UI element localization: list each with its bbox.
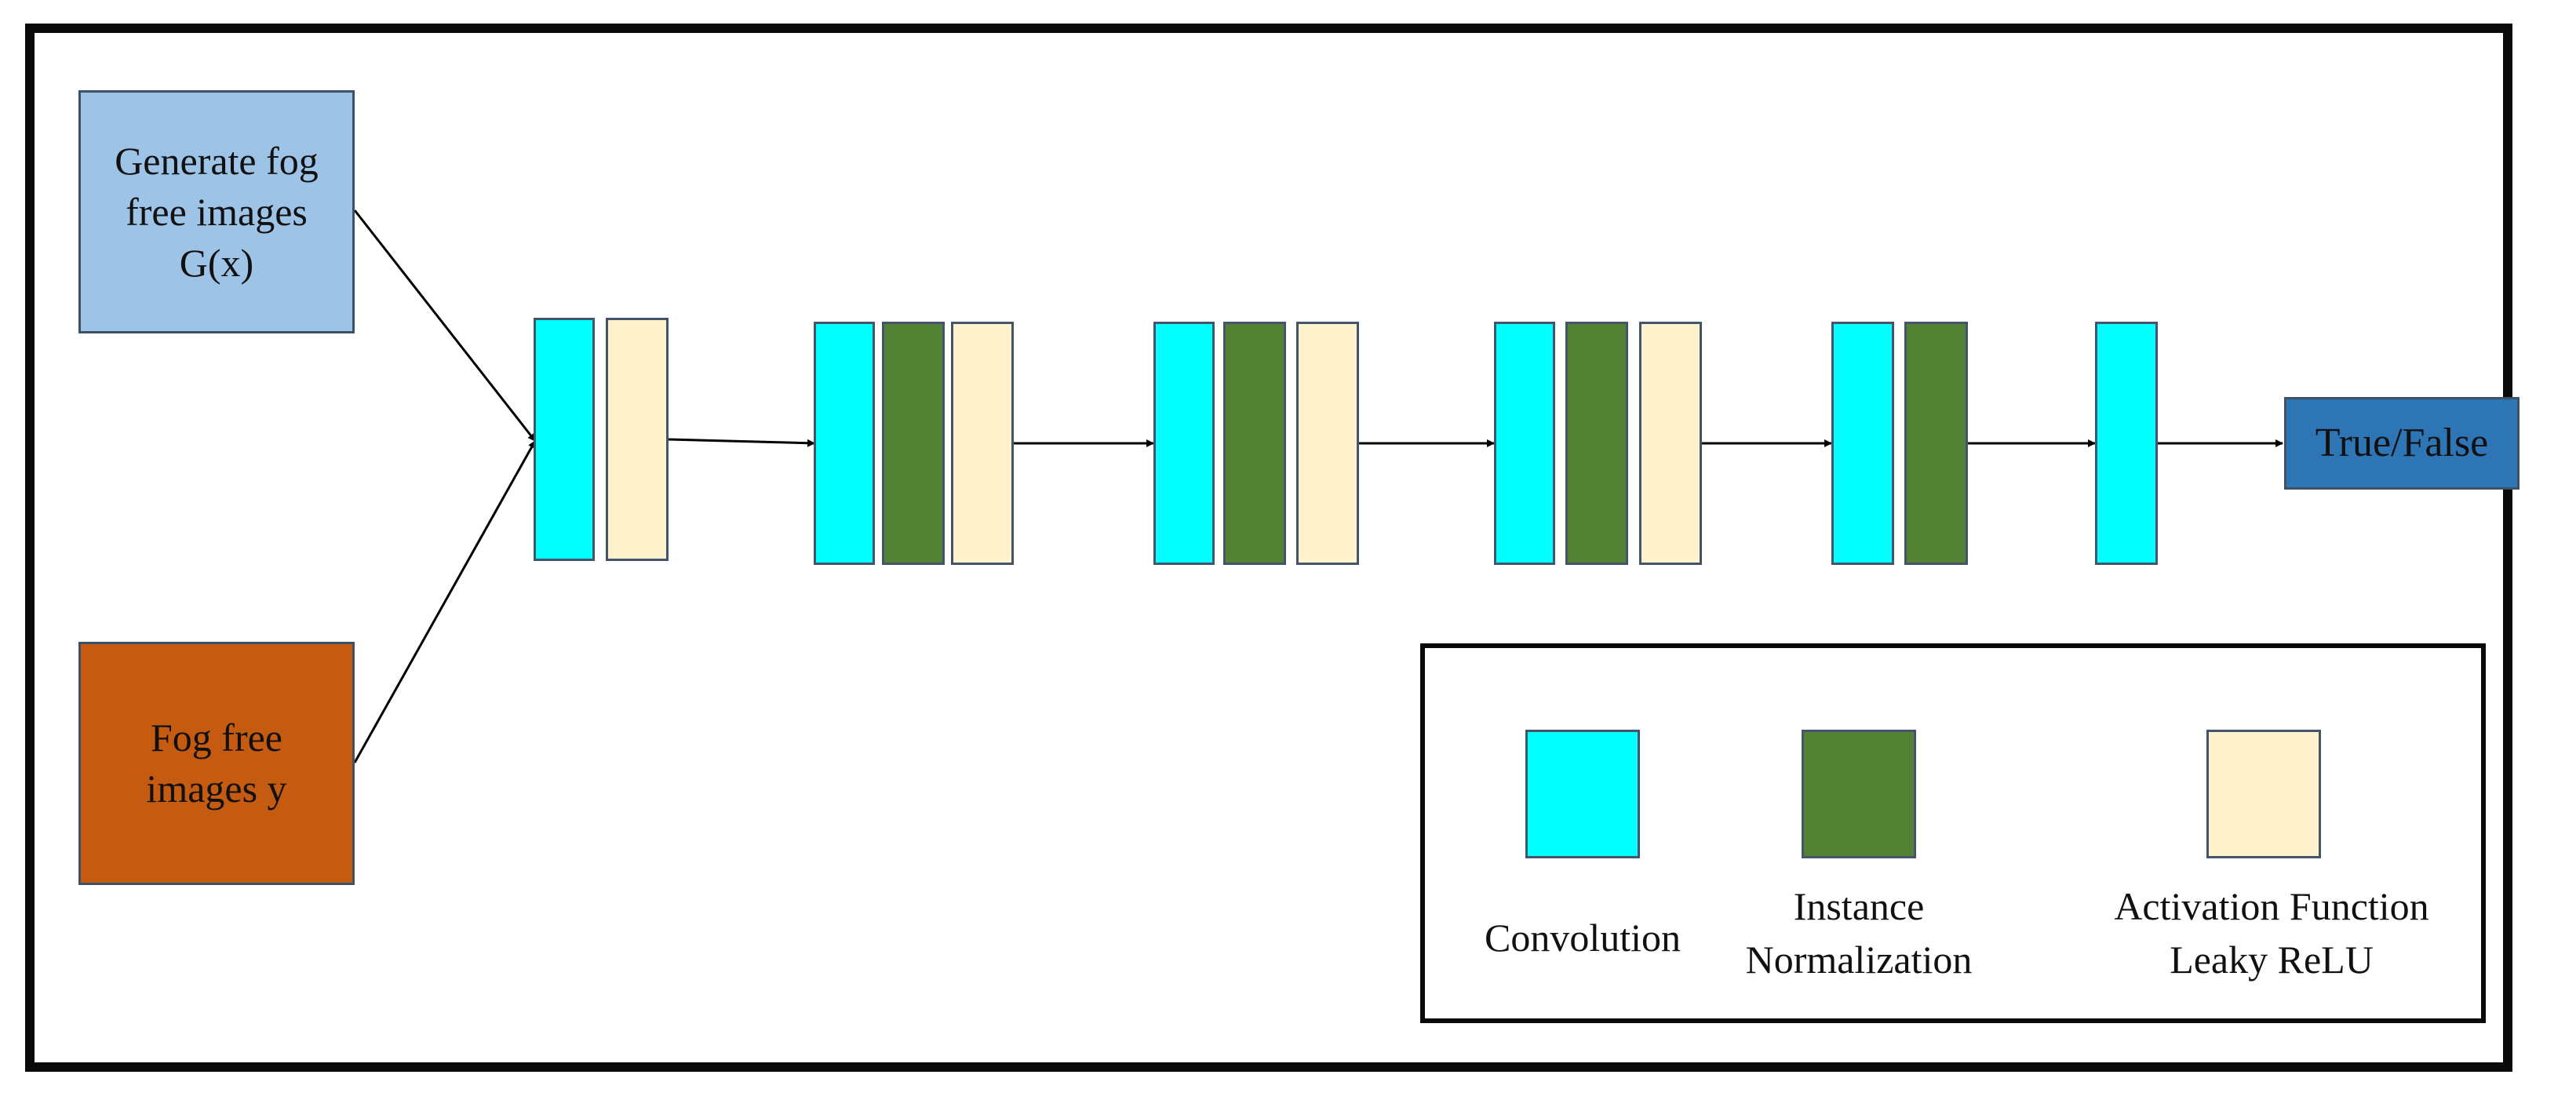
layer-2-convolution-block bbox=[814, 322, 875, 565]
layer-3-normalization-block bbox=[1223, 322, 1286, 565]
real-images-node: Fog free images y bbox=[78, 642, 355, 885]
legend-normalization-swatch bbox=[1802, 730, 1916, 858]
legend-activation-swatch bbox=[2206, 730, 2321, 858]
layer-5-convolution-block bbox=[1831, 322, 1894, 565]
legend: Convolution Instance Normalization Activ… bbox=[1420, 643, 2486, 1023]
layer-3-activation-block bbox=[1296, 322, 1359, 565]
layer-6-convolution-block bbox=[2095, 322, 2158, 565]
layer-2-normalization-block bbox=[882, 322, 945, 565]
arrow-real-to-layer1 bbox=[353, 440, 537, 763]
arrow-generated-to-layer1 bbox=[353, 209, 537, 442]
layer-4-convolution-block bbox=[1494, 322, 1555, 565]
output-label: True/False bbox=[2315, 421, 2489, 466]
legend-convolution-swatch bbox=[1525, 730, 1640, 858]
legend-convolution-label: Convolution bbox=[1484, 916, 1682, 960]
layer-5-normalization-block bbox=[1904, 322, 1968, 565]
layer-1-activation-block bbox=[606, 318, 669, 561]
output-node: True/False bbox=[2284, 397, 2520, 490]
real-images-label: Fog free images y bbox=[146, 716, 287, 810]
legend-normalization-label: Instance Normalization bbox=[1745, 884, 1973, 982]
generated-images-node: Generate fog free images G(x) bbox=[78, 90, 355, 333]
generated-images-label: Generate fog free images G(x) bbox=[115, 138, 319, 285]
layer-4-normalization-block bbox=[1565, 322, 1628, 565]
layer-1-convolution-block bbox=[534, 318, 595, 561]
arrow-layer1-to-layer2 bbox=[668, 438, 815, 447]
legend-activation-label: Activation Function Leaky ReLU bbox=[2114, 884, 2429, 982]
layer-2-activation-block bbox=[951, 322, 1014, 565]
layer-4-activation-block bbox=[1639, 322, 1702, 565]
layer-3-convolution-block bbox=[1153, 322, 1215, 565]
